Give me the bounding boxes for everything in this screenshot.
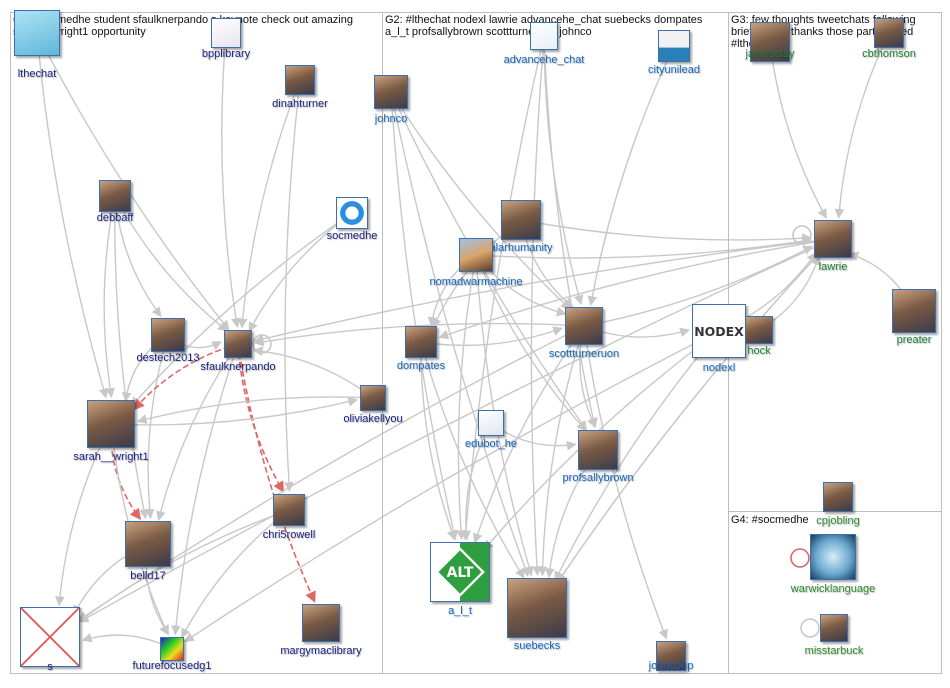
photo-avatar-icon — [874, 18, 904, 48]
nodexl-logo-icon: NODEX — [692, 304, 746, 358]
node-label-cbthomson: cbthomson — [862, 48, 916, 60]
node-label-alarhumanity: alarhumanity — [490, 242, 553, 254]
photo-avatar-icon — [87, 400, 135, 448]
photo-avatar-icon — [501, 200, 541, 240]
globe-logo-icon — [810, 534, 856, 580]
bpp-logo-icon — [211, 18, 241, 48]
photo-avatar-icon — [745, 316, 773, 344]
node-label-lawrie: lawrie — [819, 261, 848, 273]
node-label-nodexl: nodexl — [703, 362, 735, 374]
node-label-preater: preater — [897, 334, 932, 346]
node-label-jamesclay: jamesclay — [746, 48, 795, 60]
photo-avatar-icon — [405, 326, 437, 358]
heatmap-logo-icon — [160, 637, 184, 661]
node-label-lthechat: lthechat — [18, 68, 57, 80]
node-label-belld17: belld17 — [130, 570, 165, 582]
node-label-edubot_he: edubot_he — [465, 438, 517, 450]
node-label-sfaulknerpando: sfaulknerpando — [200, 361, 275, 373]
cartoon-avatar-icon — [459, 238, 493, 272]
photo-avatar-icon — [99, 180, 131, 212]
node-label-futurefocusedg1: futurefocusedg1 — [133, 660, 212, 672]
node-label-warwicklanguage: warwicklanguage — [791, 583, 875, 595]
photo-avatar-icon — [578, 430, 618, 470]
node-label-suebecks: suebecks — [514, 640, 560, 652]
city-logo-icon — [658, 30, 690, 62]
photo-avatar-icon — [151, 318, 185, 352]
photo-avatar-icon — [892, 289, 936, 333]
node-label-sarah__wright1: sarah__wright1 — [73, 451, 148, 463]
photo-avatar-icon — [814, 220, 852, 258]
node-label-oliviakellyou: oliviakellyou — [343, 413, 402, 425]
node-label-dompates: dompates — [397, 360, 445, 372]
svg-text:NODEX: NODEX — [694, 324, 744, 339]
missing-image-icon — [20, 607, 80, 667]
node-label-scottturneruon: scottturneruon — [549, 348, 619, 360]
photo-avatar-icon — [823, 482, 853, 512]
node-label-johncoup: johncoup — [649, 660, 694, 672]
node-label-hock: hock — [747, 345, 770, 357]
photo-avatar-icon — [302, 604, 340, 642]
group-box-g1 — [10, 12, 383, 674]
photo-avatar-icon — [273, 494, 305, 526]
socmedhe-logo-icon — [336, 197, 368, 229]
node-label-margymaclibrary: margymaclibrary — [280, 645, 361, 657]
photo-avatar-icon — [565, 307, 603, 345]
node-label-chri5rowell: chri5rowell — [263, 529, 316, 541]
node-label-johnco: johnco — [375, 113, 407, 125]
node-label-s: s — [47, 661, 53, 673]
node-label-debbaff: debbaff — [97, 212, 134, 224]
alt-logo-icon: ALT — [430, 542, 490, 602]
node-label-profsallybrown: profsallybrown — [563, 472, 634, 484]
group-title-g1: G1: #socmedhe student sfaulknerpando s k… — [13, 14, 383, 38]
photo-avatar-icon — [360, 385, 386, 411]
robot-avatar-icon — [478, 410, 504, 436]
node-label-socmedhe: socmedhe — [327, 230, 378, 242]
photo-avatar-icon — [285, 65, 315, 95]
node-label-cityunilead: cityunilead — [648, 64, 700, 76]
node-label-nomadwarmachine: nomadwarmachine — [430, 276, 523, 288]
node-label-misstarbuck: misstarbuck — [805, 645, 864, 657]
photo-avatar-icon — [224, 330, 252, 358]
node-label-advancehe_chat: advancehe_chat — [504, 54, 585, 66]
photo-avatar-icon — [507, 578, 567, 638]
lthechat-logo-icon — [14, 10, 60, 56]
node-label-destech2013: destech2013 — [137, 352, 200, 364]
advancehe-logo-icon — [530, 22, 558, 50]
photo-avatar-icon — [820, 614, 848, 642]
node-label-cpjobling: cpjobling — [816, 515, 859, 527]
node-label-a_l_t: a_l_t — [448, 605, 472, 617]
node-label-dinahturner: dinahturner — [272, 98, 328, 110]
photo-avatar-icon — [125, 521, 171, 567]
svg-text:ALT: ALT — [447, 565, 474, 581]
photo-avatar-icon — [374, 75, 408, 109]
node-label-bpplibrary: bpplibrary — [202, 48, 250, 60]
